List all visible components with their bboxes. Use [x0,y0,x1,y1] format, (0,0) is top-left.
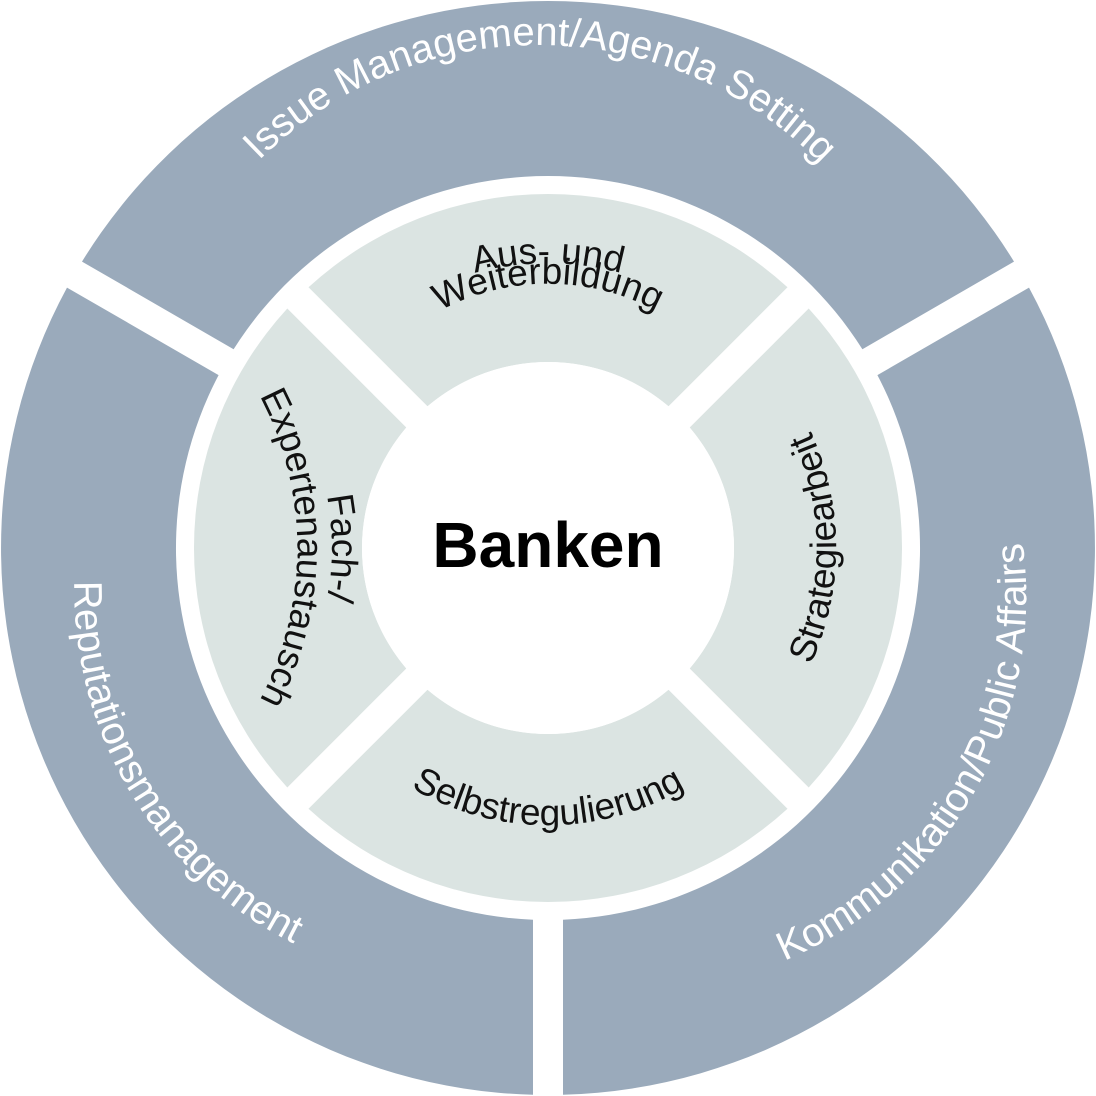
outer-segment-issue-management [82,1,1014,350]
inner-segment-selbstregulierung [308,689,788,903]
inner-segment-strategiearbeit [689,308,903,788]
inner-segment-fachaustausch [193,308,407,788]
outer-segment-kommunikation [563,287,1095,1095]
center-disc [362,362,734,734]
inner-segment-ausbildung [308,193,788,407]
center-label: Banken [432,509,663,581]
inner-label-fachaustausch-line1: Fach-/ [319,491,365,606]
outer-segment-reputationsmanagement [1,287,533,1095]
